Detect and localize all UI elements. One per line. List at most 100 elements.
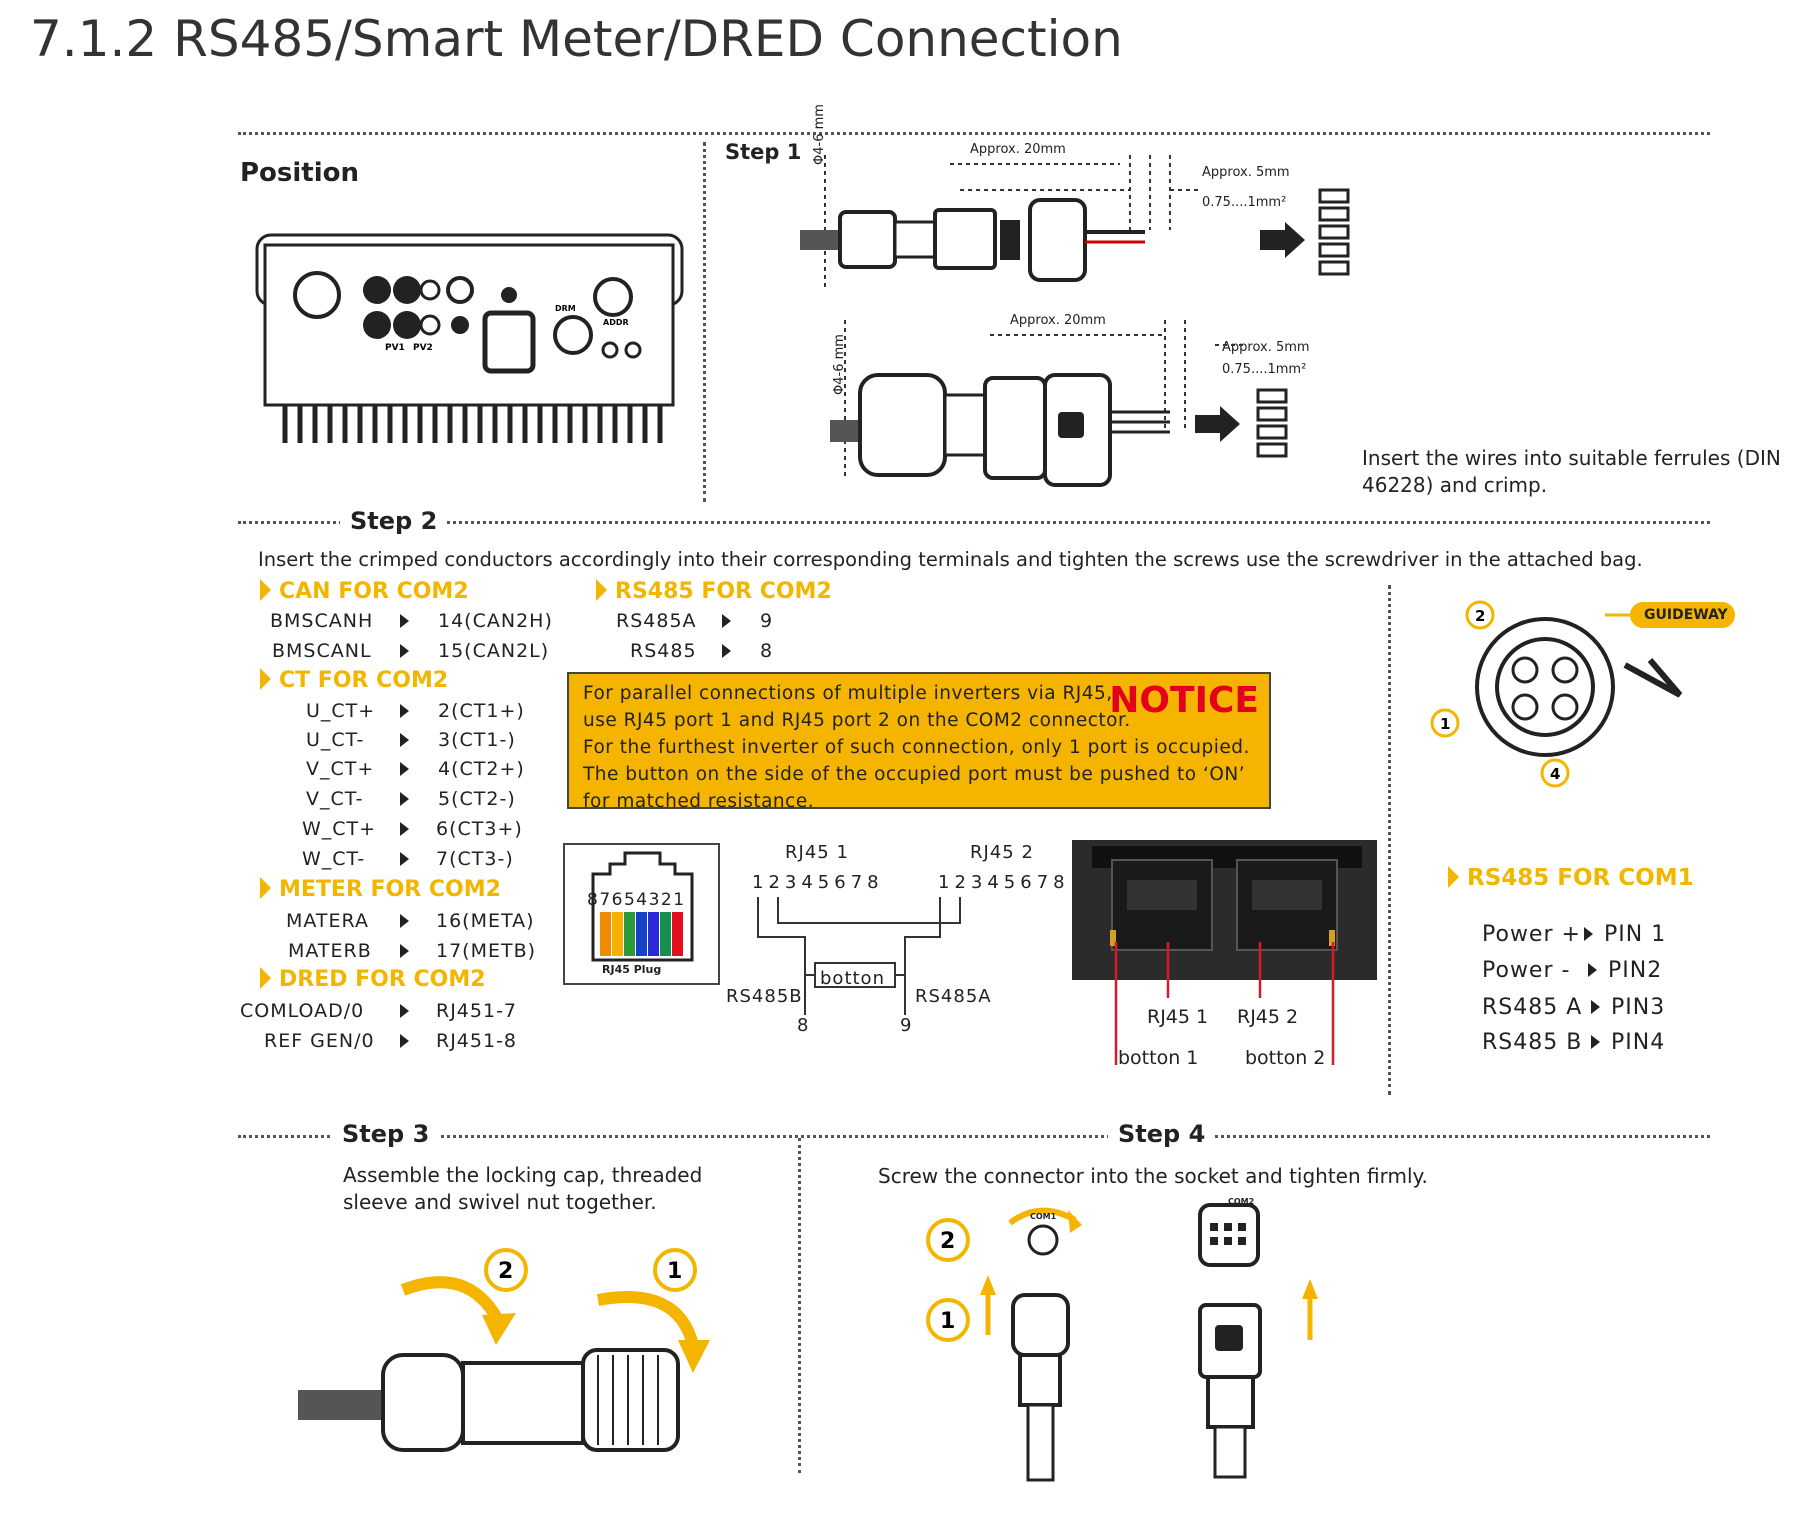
svg-text:2: 2 xyxy=(940,1229,955,1254)
step2-divider xyxy=(238,521,1710,524)
can-row-1: BMSCANH xyxy=(270,610,374,632)
step1-instruction: Insert the wires into suitable ferrules … xyxy=(1362,445,1781,499)
arrow-icon xyxy=(400,851,409,870)
rj45-photo-callouts xyxy=(1114,942,1335,1065)
ct-row-6: W_CT- xyxy=(302,848,366,870)
panel-label-pv1: PV1 xyxy=(385,343,405,353)
rj45-port1-pins: 12345678 xyxy=(752,872,884,893)
meter-row-1: MATERA xyxy=(286,910,369,932)
dred-row-2-pin: RJ451-8 xyxy=(436,1030,518,1052)
photo-button2-label: botton 2 xyxy=(1245,1047,1326,1069)
step4-com1-label: COM1 xyxy=(1030,1212,1057,1221)
arrow-icon xyxy=(1591,999,1600,1018)
step34-divider xyxy=(238,1135,1710,1138)
ct-row-2-pin: 3(CT1-) xyxy=(438,729,516,751)
com1-row-2: Power - xyxy=(1482,958,1571,983)
rs485-com2-header: RS485 FOR COM2 xyxy=(596,579,832,604)
svg-text:2: 2 xyxy=(1475,607,1485,625)
ct-header: CT FOR COM2 xyxy=(260,668,448,693)
svg-text:1: 1 xyxy=(1440,715,1450,733)
meter-header: METER FOR COM2 xyxy=(260,877,501,902)
com1-row-1: Power + xyxy=(1482,922,1581,947)
svg-text:2: 2 xyxy=(498,1259,513,1284)
can-row-2: BMSCANL xyxy=(272,640,372,662)
arrow-icon xyxy=(1588,962,1597,981)
step3-instruction-line1: Assemble the locking cap, threaded xyxy=(343,1163,703,1187)
inverter-drawing: PV1 PV2 DRM ADDR xyxy=(255,233,684,443)
notice-title: NOTICE xyxy=(1109,680,1259,721)
step1-connector-drawings xyxy=(800,155,1350,487)
rj45-plug-label: RJ45 Plug xyxy=(602,963,662,976)
meter-row-2-pin: 17(METB) xyxy=(436,940,537,962)
step4-label: Step 4 xyxy=(1108,1120,1216,1148)
rj45-plug-pins: 87654321 xyxy=(587,890,686,910)
step3-step4-divider xyxy=(798,1138,801,1473)
position-step1-divider xyxy=(703,142,706,502)
photo-rj45-1-label: RJ45 1 xyxy=(1147,1006,1209,1028)
step1-label: Step 1 xyxy=(725,140,802,164)
arrow-icon xyxy=(722,613,731,632)
svg-text:1: 1 xyxy=(667,1259,682,1284)
rj45-port2-label: RJ45 2 xyxy=(970,842,1034,863)
rs485-com2-row-2: RS485 xyxy=(630,640,697,662)
position-label: Position xyxy=(240,158,360,188)
arrow-icon xyxy=(722,643,731,662)
arrow-icon xyxy=(1584,926,1593,945)
step1-instruction-line2: 46228) and crimp. xyxy=(1362,473,1548,497)
step3-label: Step 3 xyxy=(332,1120,440,1148)
rj45-rs485b-label: RS485B xyxy=(726,986,803,1007)
dred-row-1: COMLOAD/0 xyxy=(240,1000,365,1022)
step2-label: Step 2 xyxy=(340,507,448,535)
rj45-button-label: botton xyxy=(820,968,885,989)
can-row-2-pin: 15(CAN2L) xyxy=(438,640,550,662)
com-connector-face: 2 1 4 xyxy=(1430,600,1735,788)
com1-row-4: RS485 B xyxy=(1482,1030,1583,1055)
rs485-com2-row-1: RS485A xyxy=(616,610,697,632)
svg-text:1: 1 xyxy=(940,1309,955,1334)
ct-row-4: V_CT- xyxy=(306,788,364,810)
ct-row-2: U_CT- xyxy=(306,729,365,751)
wire-gauge-b: 0.75....1mm² xyxy=(1222,362,1307,377)
ct-row-3: V_CT+ xyxy=(306,758,375,780)
notice-line-3: For the furthest inverter of such connec… xyxy=(583,737,1250,758)
dred-header: DRED FOR COM2 xyxy=(260,967,486,992)
notice-line-5: for matched resistance. xyxy=(583,791,815,812)
com1-row-2-pin: PIN2 xyxy=(1608,958,1663,983)
com1-divider xyxy=(1388,585,1391,1095)
com1-row-4-pin: PIN4 xyxy=(1611,1030,1666,1055)
rs485-com2-row-1-pin: 9 xyxy=(760,610,774,632)
rj45-pin9-label: 9 xyxy=(900,1015,913,1036)
page-title: 7.1.2 RS485/Smart Meter/DRED Connection xyxy=(30,10,1123,68)
ct-row-6-pin: 7(CT3-) xyxy=(436,848,514,870)
notice-line-1: For parallel connections of multiple inv… xyxy=(583,683,1113,704)
can-header: CAN FOR COM2 xyxy=(260,579,469,604)
rs485-com1-header: RS485 FOR COM1 xyxy=(1448,865,1694,891)
arrow-icon xyxy=(400,703,409,722)
rj45-port-photo xyxy=(1072,840,1377,980)
arrow-icon xyxy=(400,913,409,932)
arrow-icon xyxy=(400,613,409,632)
strip-short-b: Approx. 5mm xyxy=(1222,340,1310,355)
strip-short-a: Approx. 5mm xyxy=(1202,165,1290,180)
arrow-icon xyxy=(400,943,409,962)
ct-row-5-pin: 6(CT3+) xyxy=(436,818,523,840)
guideway-label: GUIDEWAY xyxy=(1644,607,1728,623)
photo-button1-label: botton 1 xyxy=(1118,1047,1199,1069)
step3-connector-assembly: 2 1 xyxy=(298,1248,710,1452)
rj45-rs485a-label: RS485A xyxy=(915,986,992,1007)
panel-label-drm: DRM xyxy=(555,304,576,313)
rj45-plug-box xyxy=(563,843,720,985)
notice-line-4: The button on the side of the occupied p… xyxy=(583,764,1246,785)
strip-long-b: Approx. 20mm xyxy=(1010,313,1106,328)
ct-row-3-pin: 4(CT2+) xyxy=(438,758,525,780)
arrow-icon xyxy=(400,761,409,780)
rs485-com2-row-2-pin: 8 xyxy=(760,640,774,662)
step3-instruction: Assemble the locking cap, threaded sleev… xyxy=(343,1162,702,1216)
step3-instruction-line2: sleeve and swivel nut together. xyxy=(343,1190,657,1214)
rj45-pin8-label: 8 xyxy=(797,1015,810,1036)
rj45-plug-icon xyxy=(591,851,694,962)
step4-com2-label: COM2 xyxy=(1228,1197,1255,1206)
top-divider xyxy=(238,132,1710,135)
panel-label-pv2: PV2 xyxy=(413,343,433,353)
notice-box: NOTICE For parallel connections of multi… xyxy=(567,672,1271,812)
